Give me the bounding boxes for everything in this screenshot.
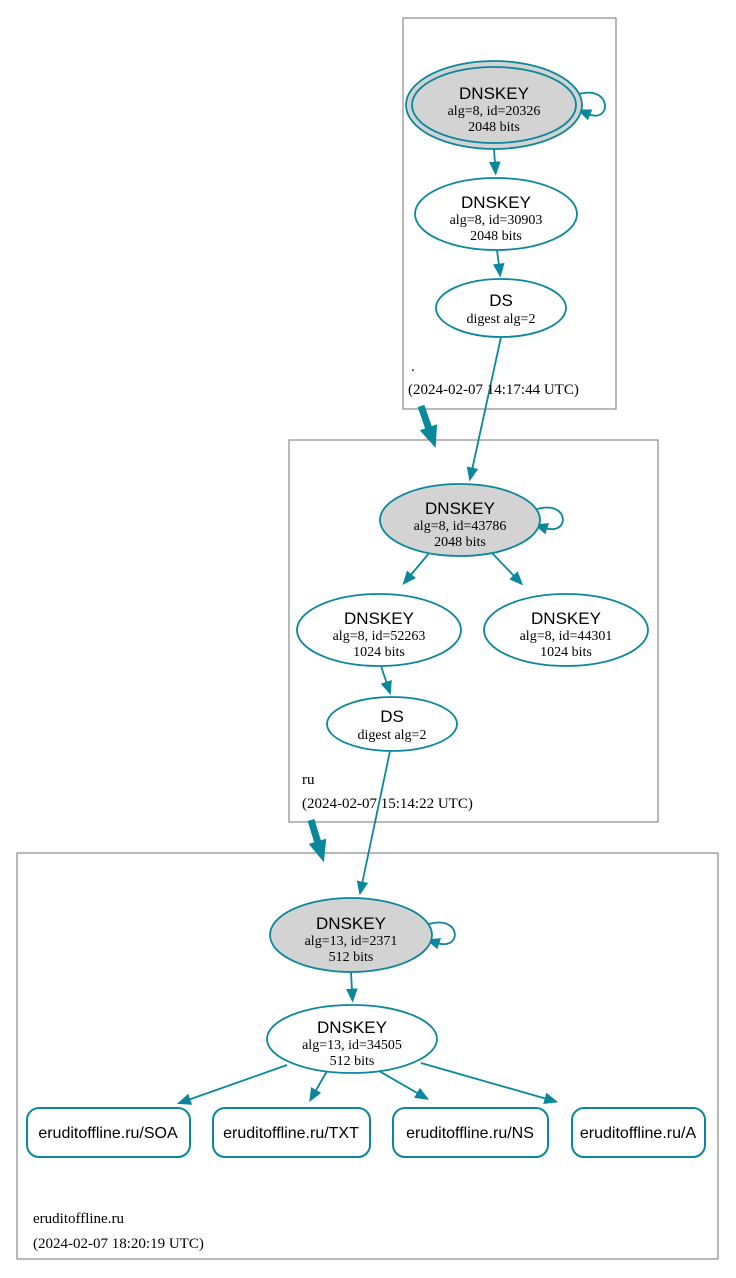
root-ksk-bits: 2048 bits [468,120,520,135]
rrset-txt [212,1107,371,1158]
root-zone-name: . [411,359,415,375]
edge-erudit-zsk-to-txt [309,1070,328,1103]
root-zone-timestamp: (2024-02-07 14:17:44 UTC) [408,382,579,398]
edge-erudit-zsk-to-soa [177,1064,288,1105]
ru-ds-node [326,696,458,752]
erudit-ksk-node [269,897,433,973]
ru-zsk1-alg: alg=8, id=52263 [333,629,426,644]
edge-root-ksk-to-zsk [489,148,501,176]
root-ksk-title: DNSKEY [459,84,529,103]
ru-ds-alg: digest alg=2 [358,728,427,743]
erudit-zone-timestamp: (2024-02-07 18:20:19 UTC) [33,1236,204,1252]
edge-ru-zsk-to-ds [380,665,392,696]
erudit-ksk-bits: 512 bits [329,950,374,965]
ru-ksk-node [379,483,541,557]
edge-erudit-ksk-to-zsk [346,971,358,1003]
ru-ds-title: DS [380,707,404,726]
rrset-soa-label: eruditoffline.ru/SOA [38,1125,178,1142]
ru-ksk-bits: 2048 bits [434,535,486,550]
erudit-zsk-bits: 512 bits [330,1054,375,1069]
root-ds-node [435,278,567,338]
edge-ru-ksk-to-zsk2 [491,552,524,586]
ru-zone-timestamp: (2024-02-07 15:14:22 UTC) [302,796,473,812]
rrset-ns-label: eruditoffline.ru/NS [406,1125,534,1142]
erudit-zsk-node [266,1004,438,1074]
erudit-zsk-title: DNSKEY [317,1018,387,1037]
root-zsk-title: DNSKEY [461,193,531,212]
ru-zsk1-title: DNSKEY [344,609,414,628]
edge-ru-ksk-to-zsk1 [402,551,431,585]
erudit-ksk-alg: alg=13, id=2371 [305,934,398,949]
root-zsk-bits: 2048 bits [470,229,522,244]
ru-zsk2-node [483,593,649,667]
edge-erudit-zsk-to-a [420,1062,559,1104]
rrset-a-label: eruditoffline.ru/A [580,1125,697,1142]
ru-zsk1-bits: 1024 bits [353,645,405,660]
rrset-soa [26,1107,191,1158]
edge-root-ksk-selfsign [577,91,606,121]
ru-zsk1-node [296,593,462,667]
erudit-ksk-title: DNSKEY [316,914,386,933]
ru-zsk2-title: DNSKEY [531,609,601,628]
erudit-zsk-alg: alg=13, id=34505 [302,1038,402,1053]
erudit-zone-name: eruditoffline.ru [33,1211,124,1227]
edge-erudit-zsk-to-ns [378,1070,430,1100]
root-ksk-alg: alg=8, id=20326 [448,104,541,119]
rrset-ns [392,1107,549,1158]
edge-root-zsk-to-ds [492,249,505,278]
root-ksk-node [411,66,577,144]
edge-delegation-ru-to-eruditoffline [307,818,327,863]
edge-ru-ksk-selfsign [533,506,564,535]
edge-root-ds-to-ru-ksk [466,336,502,482]
ru-ksk-alg: alg=8, id=43786 [414,519,507,534]
root-ds-title: DS [489,291,513,310]
edge-erudit-ksk-selfsign [425,921,456,950]
ru-zone-name: ru [302,772,315,788]
rrset-txt-label: eruditoffline.ru/TXT [223,1125,359,1142]
root-zsk-node [414,177,578,251]
root-ds-alg: digest alg=2 [467,312,536,327]
edge-ru-ds-to-erudit-ksk [356,750,391,896]
ru-ksk-title: DNSKEY [425,499,495,518]
rrset-a [571,1107,706,1158]
root-zsk-alg: alg=8, id=30903 [450,213,543,228]
edge-delegation-root-to-ru [417,404,438,449]
ru-zsk2-alg: alg=8, id=44301 [520,629,613,644]
ru-zsk2-bits: 1024 bits [540,645,592,660]
